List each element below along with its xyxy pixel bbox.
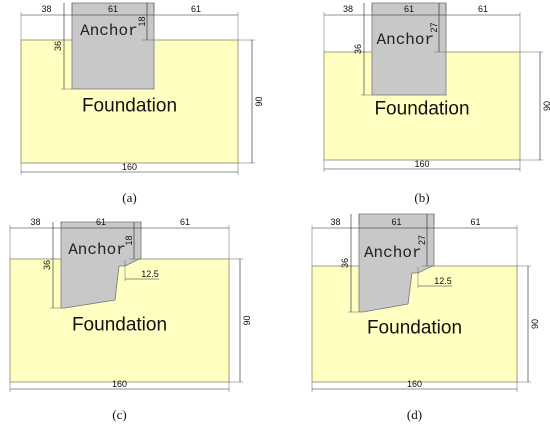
panel-caption: (d) <box>407 407 422 422</box>
anchor-width-label: 61 <box>108 4 118 14</box>
foundation-label: Foundation <box>367 317 462 338</box>
height-label: 90 <box>530 319 540 329</box>
embed-depth-label: 36 <box>353 44 363 54</box>
foundation-label: Foundation <box>82 95 177 116</box>
anchor-block <box>358 213 435 313</box>
step-width-label: 12.5 <box>434 276 452 286</box>
anchor-width-label: 61 <box>96 217 106 227</box>
protrusion-label: 18 <box>124 235 134 245</box>
right-offset-label: 61 <box>470 217 480 227</box>
width-label: 160 <box>407 379 422 389</box>
anchor-width-label: 61 <box>404 4 414 14</box>
height-label: 90 <box>242 315 252 325</box>
panel-caption: (b) <box>414 190 429 205</box>
right-offset-label: 61 <box>180 217 190 227</box>
right-offset-label: 61 <box>191 4 201 14</box>
embed-depth-label: 36 <box>42 260 52 270</box>
anchor-block <box>71 2 155 90</box>
foundation-block <box>311 265 518 383</box>
foundation-label: Foundation <box>374 99 469 120</box>
anchor-label: Anchor <box>80 22 138 40</box>
left-offset-label: 38 <box>343 4 353 14</box>
protrusion-label: 27 <box>417 235 427 245</box>
embed-depth-label: 36 <box>340 258 350 268</box>
anchor-label: Anchor <box>364 244 422 262</box>
anchor-width-label: 61 <box>391 217 401 227</box>
width-label: 160 <box>112 379 127 389</box>
step-width-label: 12.5 <box>141 269 159 279</box>
left-offset-label: 38 <box>30 217 40 227</box>
left-offset-label: 38 <box>330 217 340 227</box>
anchor-block <box>60 221 142 309</box>
anchor-block <box>371 2 447 96</box>
right-offset-label: 61 <box>478 4 488 14</box>
panel-caption: (c) <box>112 407 126 422</box>
foundation-block <box>9 258 230 383</box>
protrusion-label: 27 <box>429 22 439 32</box>
panel-caption: (a) <box>122 190 136 205</box>
height-label: 90 <box>542 101 550 111</box>
width-label: 160 <box>122 162 137 172</box>
height-label: 90 <box>254 96 264 106</box>
left-offset-label: 38 <box>41 4 51 14</box>
foundation-label: Foundation <box>72 314 167 335</box>
anchor-label: Anchor <box>376 31 434 49</box>
protrusion-label: 18 <box>137 16 147 26</box>
anchor-label: Anchor <box>68 241 126 259</box>
width-label: 160 <box>414 159 429 169</box>
embed-depth-label: 36 <box>53 41 63 51</box>
